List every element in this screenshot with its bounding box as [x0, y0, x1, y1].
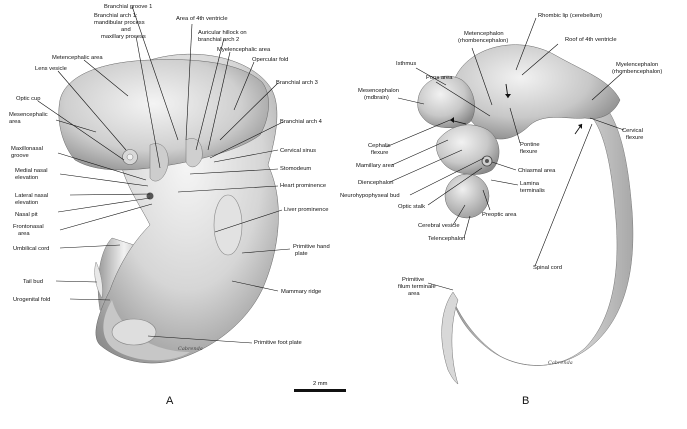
label-nasal-pit: Nasal pit [15, 212, 38, 218]
labels-b: Rhombic lip (cerebellum) Metencephalon (… [340, 13, 662, 366]
scale-bar-label: 2 mm [313, 381, 328, 387]
label-mesencephalon: Mesencephalon (mdbrain) [358, 88, 401, 101]
head-shape [58, 59, 269, 171]
label-maxillonasal-groove: Maxillonasal groove [11, 146, 45, 159]
panel-label-a: A [166, 395, 174, 407]
label-auricular-hillock: Auricular hillock on branchial arch 2 [198, 30, 248, 43]
primitive-foot-plate-shape [111, 318, 157, 346]
cerebral-vesicle-shape [444, 173, 490, 219]
label-cerebral-vesicle: Cerebral vesicle [418, 223, 460, 229]
label-isthmus: Isthmus [396, 61, 416, 67]
label-lamina-terminalis: Lamina terminalis [520, 181, 545, 194]
labels-a: Branchial groove 1 Branchial arch 1: man… [9, 4, 331, 352]
filum-terminale-shape [441, 291, 459, 385]
label-medial-nasal-elevation: Medial nasal elevation [15, 168, 49, 181]
artist-signature-a: Cabrenda [178, 346, 203, 352]
lens-vesicle-shape [126, 153, 134, 161]
label-pons-area: Pons area [426, 75, 453, 81]
label-neurohypophyseal-bud: Neurohypophyseal bud [340, 193, 400, 199]
optic-stalk-center [485, 159, 489, 163]
label-branchial-arch-4: Branchial arch 4 [280, 119, 323, 125]
label-telencephalon: Telencephalon [428, 236, 465, 242]
artist-signature-b: Cabrenda [548, 360, 573, 366]
primitive-hand-plate-shape [213, 194, 243, 256]
label-lateral-nasal-elevation: Lateral nasal elevation [15, 193, 50, 206]
auricular-hillock-shape [185, 138, 203, 168]
label-myelencephalon: Myelencephalon (rhombencephalon) [612, 62, 662, 75]
label-roof-4th-ventricle: Roof of 4th ventricle [565, 37, 617, 43]
scale-bar: 2 mm [294, 381, 346, 392]
label-umbilical-cord: Umbilical cord [13, 246, 49, 252]
scale-bar-line [294, 389, 346, 392]
brain-illustration [417, 44, 634, 385]
label-branchial-arch-1: Branchial arch 1: mandibular process and… [94, 13, 146, 40]
label-myelencephalic-area: Myelencephalic area [217, 47, 271, 53]
mesencephalon-shape [417, 75, 475, 128]
label-tail-bud: Tail bud [23, 279, 43, 285]
diencephalon-shape [436, 124, 500, 175]
pontine-flexure-arrowhead [505, 94, 511, 98]
label-pontine-flexure: Pontine flexure [520, 142, 541, 155]
rhombencephalon-shape [453, 44, 621, 140]
label-liver-prominence: Liver prominence [284, 207, 328, 213]
label-stomodeum: Stomodeum [280, 166, 311, 172]
label-cervical-sinus: Cervical sinus [280, 148, 316, 154]
leader-lines-b [385, 17, 625, 291]
label-metencephalic-area: Metencephalic area [52, 55, 103, 61]
label-primitive-hand-plate: Primitive hand plate [293, 244, 331, 257]
label-rhombic-lip: Rhombic lip (cerebellum) [538, 13, 602, 19]
label-cervical-flexure: Cervical flexure [622, 128, 645, 141]
label-mamillary-area: Mamillary area [356, 163, 395, 169]
cephalic-flexure-arrowhead [450, 117, 454, 123]
label-preoptic-area: Preoptic area [482, 212, 517, 218]
label-branchial-arch-3: Branchial arch 3 [276, 80, 318, 86]
label-primitive-foot-plate: Primitive foot plate [254, 340, 302, 346]
label-cephalic-flexure: Cephalic flexure [368, 143, 392, 156]
label-mammary-ridge: Mammary ridge [281, 289, 321, 295]
lower-limb-shadow [103, 300, 190, 361]
label-heart-prominence: Heart prominence [280, 183, 326, 189]
label-branchial-groove-1: Branchial groove 1 [104, 4, 152, 10]
label-metencephalon: Metencephalon (rhombencephalon) [458, 31, 508, 44]
leader-lines-a [37, 5, 291, 344]
label-filum-terminale: Primitive filum terminale area [398, 277, 437, 297]
panel-label-b: B [522, 395, 529, 407]
label-frontonasal-area: Frontonasal area [13, 224, 45, 237]
label-optic-cup: Optic cup [16, 96, 41, 102]
label-spinal-cord: Spinal cord [533, 265, 562, 271]
label-optic-stalk: Optic stalk [398, 204, 425, 210]
label-chiasmal-area: Chiasmal area [518, 168, 556, 174]
label-mesencephalic-area: Mesencephalic area [9, 112, 49, 125]
cervical-flexure-arrowhead [578, 124, 582, 129]
label-lens-vesicle: Lens vesicle [35, 66, 67, 72]
embryo-illustration [58, 53, 279, 364]
label-opercular-fold: Opercular fold [252, 57, 288, 63]
label-diencephalon: Diencephalon [358, 180, 393, 186]
label-urogenital-fold: Urogenital fold [13, 297, 50, 303]
tail-bud-shape [94, 261, 103, 299]
label-area-4th-ventricle: Area of 4th ventricle [176, 16, 228, 22]
